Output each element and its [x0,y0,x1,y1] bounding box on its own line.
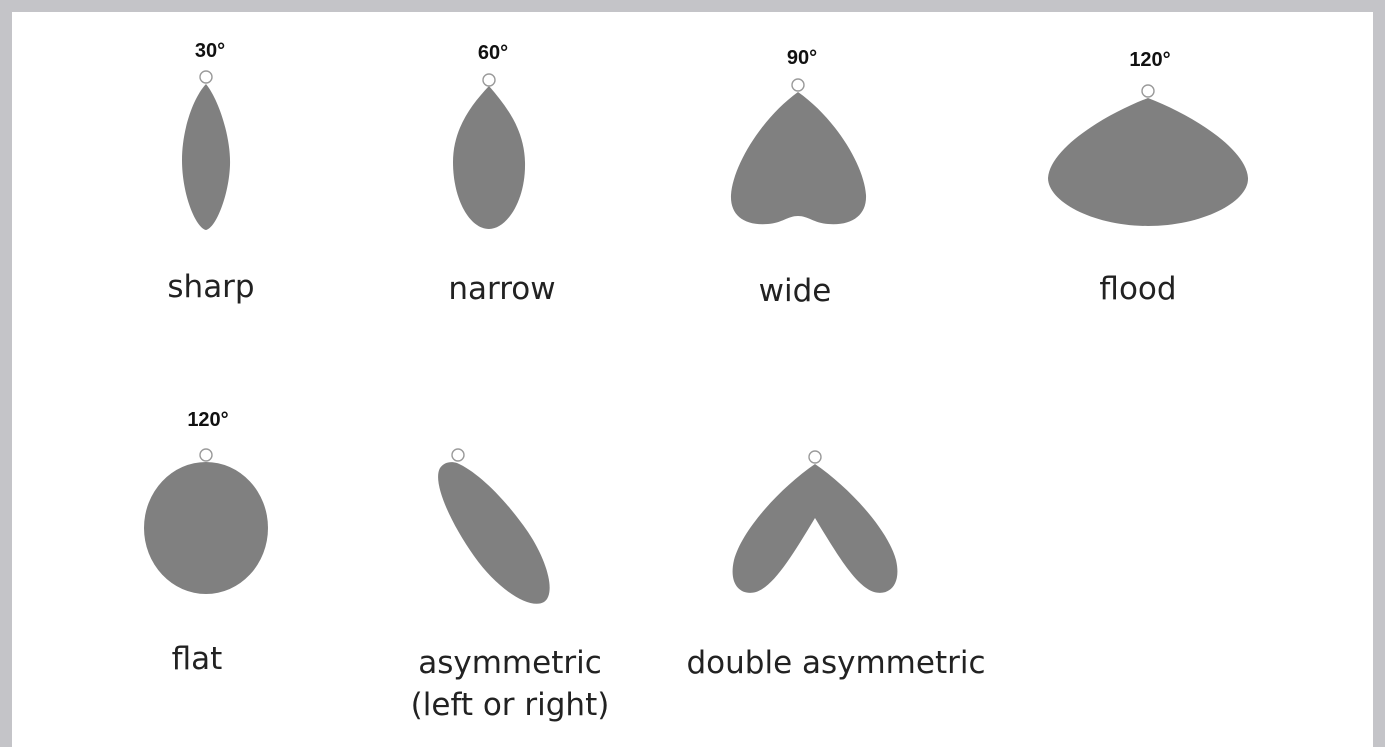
lamp-icon [451,448,465,462]
label-asymmetric-line2: (left or right) [410,687,610,723]
lobe-wide [730,92,867,225]
beam-asymmetric [438,448,550,604]
lamp-icon [199,448,213,462]
beam-sharp [182,70,231,230]
angle-label-flood: 120° [1129,49,1171,71]
label-double-asymmetric: double asymmetric [686,645,986,681]
label-asymmetric: asymmetric (left or right) [411,642,610,726]
lobe-flood [1048,98,1249,226]
lamp-icon [199,70,213,84]
label-narrow: narrow [448,271,556,307]
lamp-icon [482,73,496,87]
label-flood: flood [1099,271,1177,307]
label-asymmetric-line1: asymmetric [418,645,602,681]
label-wide: wide [758,273,832,309]
label-sharp: sharp [167,269,255,305]
angle-label-flat: 120° [187,409,229,431]
lamp-icon [1141,84,1155,98]
lobe-flat [144,462,268,594]
lamp-icon [791,78,805,92]
angle-label-wide: 90° [786,47,818,69]
beam-wide [730,78,867,225]
lobe-sharp [182,84,231,230]
beam-narrow [453,73,526,229]
beam-flat [144,448,268,594]
lobe-double-asymmetric [732,464,898,593]
beam-flood [1048,84,1249,226]
angle-label-sharp: 30° [194,40,226,62]
angle-label-narrow: 60° [477,42,509,64]
lamp-icon [808,450,822,464]
label-flat: flat [171,641,223,677]
lobe-asymmetric [438,462,550,604]
beam-double-asymmetric [732,450,898,593]
lobe-narrow [453,86,526,229]
